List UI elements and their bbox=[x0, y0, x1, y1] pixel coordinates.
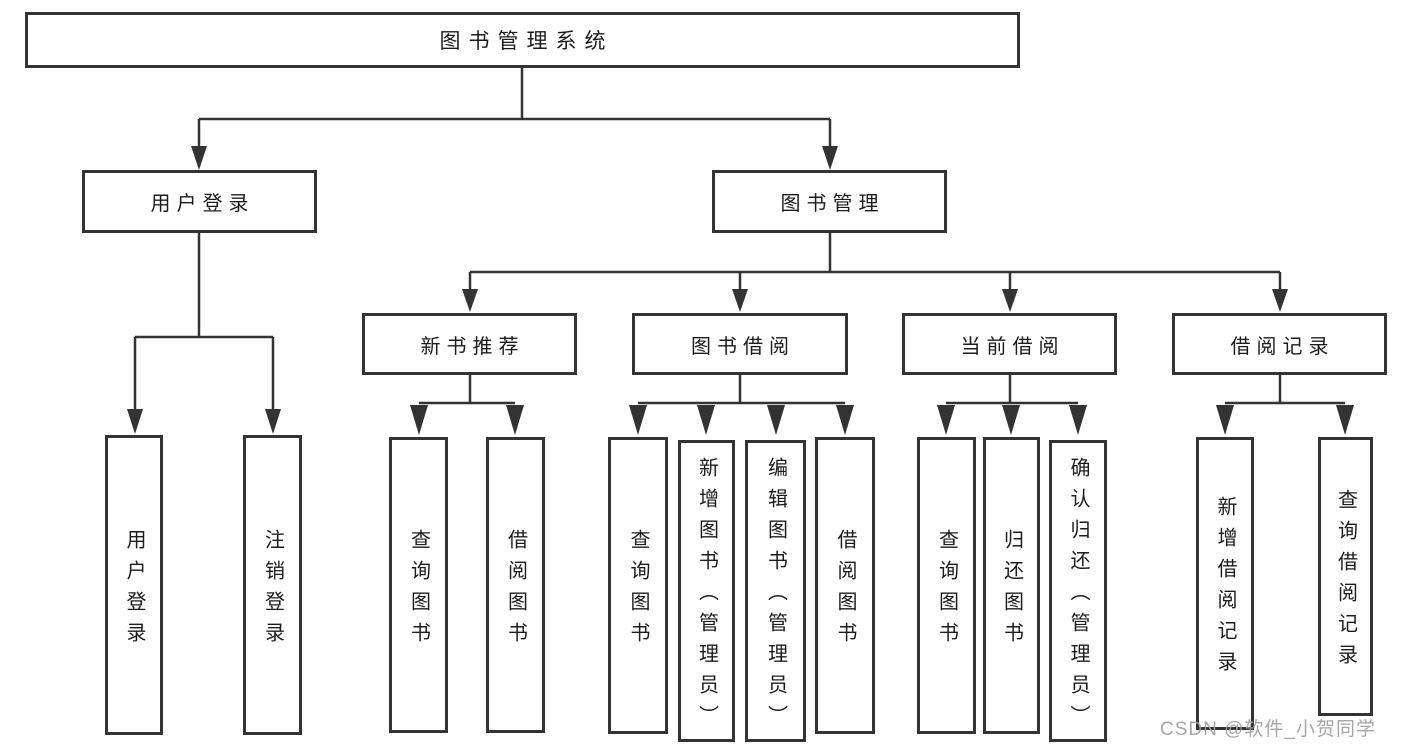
node-label: 图书借阅 bbox=[691, 335, 795, 358]
node-new-book-recommend: 新书推荐 bbox=[362, 313, 577, 375]
leaf-query-books-recommend: 查询图书 bbox=[389, 437, 448, 733]
node-book-management: 图书管理 bbox=[712, 170, 947, 233]
leaf-borrow-books-recommend: 借阅图书 bbox=[486, 437, 545, 733]
arrowhead bbox=[732, 289, 748, 312]
leaf-label: 归还图书 bbox=[1000, 529, 1023, 653]
leaf-query-borrow-record: 查询借阅记录 bbox=[1318, 437, 1373, 716]
arrowhead bbox=[937, 405, 955, 435]
leaf-query-books-current: 查询图书 bbox=[917, 437, 976, 734]
node-label: 用户登录 bbox=[150, 193, 255, 215]
node-label: 借阅记录 bbox=[1230, 335, 1335, 358]
connector-book-borrowing-to-leaves bbox=[629, 375, 854, 435]
leaf-label: 新增借阅记录 bbox=[1214, 496, 1236, 682]
leaf-edit-books-admin: 编辑图书（管理员） bbox=[745, 440, 806, 742]
node-library-management-system: 图书管理系统 bbox=[25, 12, 1020, 68]
arrowhead bbox=[1069, 405, 1087, 435]
arrowhead bbox=[767, 405, 785, 435]
connector-new-book-recommend-to-leaves bbox=[410, 375, 524, 435]
leaf-label: 借阅图书 bbox=[834, 529, 856, 653]
leaf-label: 确认归还（管理员） bbox=[1067, 457, 1089, 736]
connector-book-management-to-level3 bbox=[462, 233, 1288, 312]
leaf-borrow-books-borrowing: 借阅图书 bbox=[815, 437, 875, 734]
arrowhead bbox=[265, 409, 281, 434]
leaf-label: 查询图书 bbox=[407, 528, 430, 653]
leaf-label: 借阅图书 bbox=[504, 528, 527, 653]
connector-root-to-level2 bbox=[191, 68, 838, 170]
arrowhead bbox=[462, 289, 478, 312]
leaf-label: 注销登录 bbox=[261, 528, 284, 653]
leaf-confirm-return-admin: 确认归还（管理员） bbox=[1049, 440, 1107, 742]
leaf-query-books-borrowing: 查询图书 bbox=[608, 437, 668, 734]
leaf-add-books-admin: 新增图书（管理员） bbox=[678, 440, 735, 742]
leaf-label: 查询图书 bbox=[935, 529, 958, 653]
arrowhead bbox=[836, 405, 854, 435]
arrowhead bbox=[697, 405, 715, 435]
leaf-return-books: 归还图书 bbox=[983, 437, 1040, 734]
arrowhead bbox=[191, 146, 207, 170]
connector-user-login-to-leaves bbox=[127, 233, 281, 434]
node-label: 新书推荐 bbox=[420, 335, 525, 358]
node-label: 当前借阅 bbox=[960, 335, 1065, 358]
leaf-add-borrow-record: 新增借阅记录 bbox=[1196, 437, 1254, 730]
arrowhead bbox=[822, 146, 838, 170]
node-borrow-records: 借阅记录 bbox=[1172, 313, 1387, 375]
node-label: 图书管理 bbox=[780, 193, 885, 215]
arrowhead bbox=[1216, 405, 1234, 435]
arrowhead bbox=[1272, 289, 1288, 312]
leaf-label: 编辑图书（管理员） bbox=[764, 457, 787, 736]
leaf-label: 用户登录 bbox=[123, 528, 145, 653]
arrowhead bbox=[1002, 405, 1020, 435]
csdn-watermark: CSDN @软件_小贺同学 bbox=[1160, 719, 1376, 740]
node-book-borrowing: 图书借阅 bbox=[632, 313, 848, 375]
leaf-label: 新增图书（管理员） bbox=[695, 457, 718, 736]
connector-current-borrowing-to-leaves bbox=[937, 375, 1087, 435]
arrowhead bbox=[127, 409, 143, 434]
leaf-user-login: 用户登录 bbox=[105, 435, 163, 735]
arrowhead bbox=[1002, 289, 1018, 312]
arrowhead bbox=[506, 405, 524, 435]
connector-borrow-records-to-leaves bbox=[1216, 375, 1354, 435]
arrowhead bbox=[410, 405, 428, 435]
arrowhead bbox=[1336, 405, 1354, 435]
arrowhead bbox=[629, 405, 647, 435]
node-user-login: 用户登录 bbox=[82, 170, 317, 233]
node-current-borrowing: 当前借阅 bbox=[902, 313, 1117, 375]
node-label: 图书管理系统 bbox=[439, 30, 614, 53]
leaf-logout: 注销登录 bbox=[243, 435, 302, 735]
leaf-label: 查询借阅记录 bbox=[1334, 489, 1357, 675]
leaf-label: 查询图书 bbox=[627, 529, 649, 653]
